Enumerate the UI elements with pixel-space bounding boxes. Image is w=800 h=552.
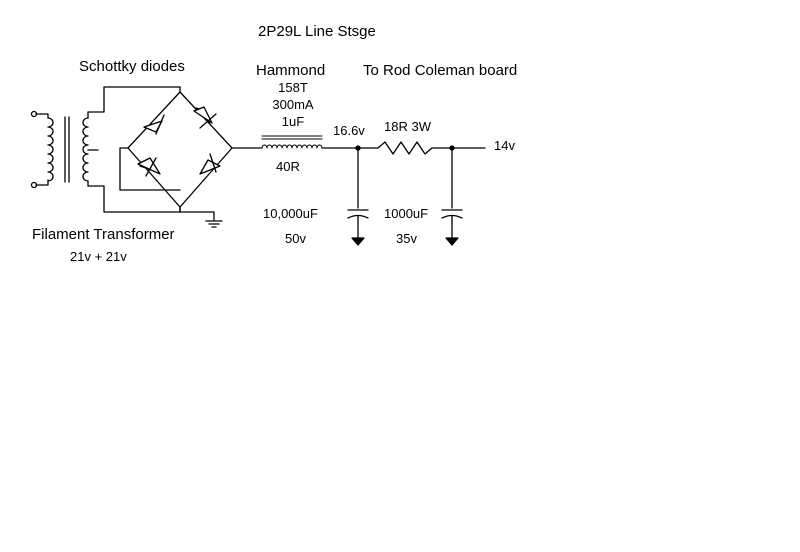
choke-current-label: 300mA xyxy=(272,97,314,112)
diodes-label: Schottky diodes xyxy=(79,58,185,75)
ground-symbol-cap1 xyxy=(351,237,365,246)
destination-label: To Rod Coleman board xyxy=(363,62,518,79)
diode-top-left xyxy=(143,114,165,135)
transformer-rating-label: 21v + 21v xyxy=(70,249,127,264)
choke-resistance-label: 40R xyxy=(276,159,300,174)
cap2-voltage-label: 35v xyxy=(396,231,417,246)
choke-model-label: 158T xyxy=(278,80,308,95)
page-title: 2P29L Line Stsge xyxy=(258,23,376,40)
diode-bottom-right xyxy=(199,153,221,175)
ground-symbol-rectifier xyxy=(205,220,223,228)
diode-bottom-left xyxy=(137,157,161,177)
cap1-voltage-label: 50v xyxy=(285,231,306,246)
output-voltage-label: 14v xyxy=(494,138,515,153)
ground-symbol-cap2 xyxy=(445,237,459,246)
transformer-core xyxy=(64,116,70,183)
resistor-18r xyxy=(377,141,439,155)
cap1-value-label: 10,000uF xyxy=(263,206,318,221)
choke-brand-label: Hammond xyxy=(256,62,326,79)
choke-inductor xyxy=(261,135,323,149)
node-voltage-label: 16.6v xyxy=(333,123,365,138)
transformer-label: Filament Transformer xyxy=(32,226,175,243)
transformer-primary xyxy=(30,110,54,189)
capacitor-2 xyxy=(441,147,463,239)
transformer-secondary xyxy=(82,86,181,213)
resistor-label: 18R 3W xyxy=(384,119,431,134)
choke-cap-label: 1uF xyxy=(281,114,305,129)
diode-top-right xyxy=(193,106,217,129)
capacitor-1 xyxy=(347,147,369,239)
bridge-rectifier xyxy=(119,86,233,221)
cap2-value-label: 1000uF xyxy=(384,206,429,221)
